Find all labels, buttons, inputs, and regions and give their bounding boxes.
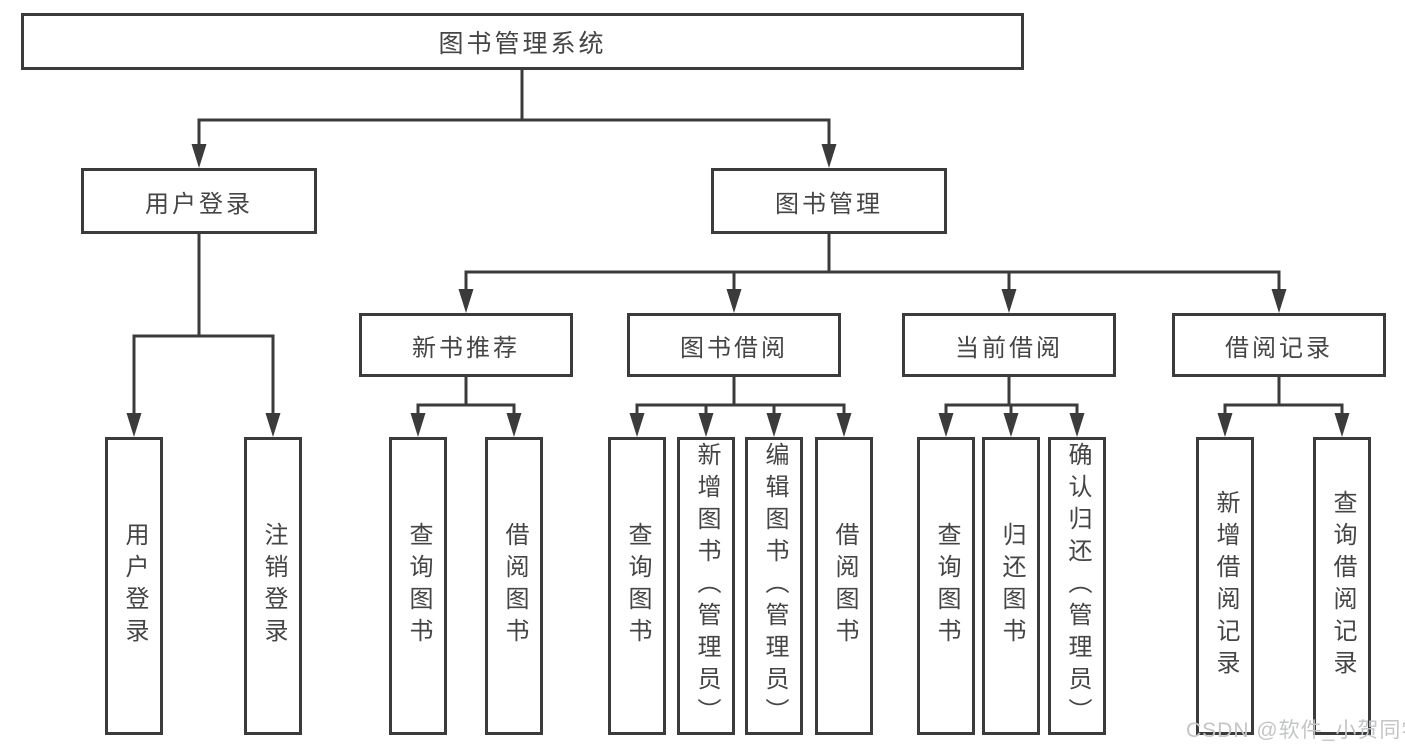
node-book-management-label: 图书管理 xyxy=(775,190,883,218)
node-current-borrow-label: 当前借阅 xyxy=(955,334,1063,362)
node-borrow-record: 借阅记录 xyxy=(1172,313,1386,377)
node-user-login: 用户登录 xyxy=(81,168,317,234)
leaf-current-query-books: 查询图书 xyxy=(917,437,975,735)
leaf-newbook-borrow-books: 借阅图书 xyxy=(485,437,543,735)
csdn-watermark: CSDN @软件_小贺同学 xyxy=(1186,719,1405,742)
leaf-record-add: 新增借阅记录 xyxy=(1196,437,1254,735)
leaf-borrow-query-books: 查询图书 xyxy=(608,437,666,735)
node-new-book-recommend: 新书推荐 xyxy=(359,313,573,377)
node-book-borrow-label: 图书借阅 xyxy=(680,334,788,362)
arrowheads xyxy=(126,144,1350,437)
leaf-user-login: 用户登录 xyxy=(105,437,163,735)
leaf-record-query: 查询借阅记录 xyxy=(1313,437,1371,735)
node-borrow-record-label: 借阅记录 xyxy=(1225,334,1333,362)
node-root-system: 图书管理系统 xyxy=(21,13,1024,70)
node-book-borrow: 图书借阅 xyxy=(627,313,841,377)
leaf-current-confirm-return-admin: 确认归还（管理员） xyxy=(1048,437,1106,735)
leaf-current-return-books: 归还图书 xyxy=(982,437,1040,735)
leaf-newbook-query-books: 查询图书 xyxy=(389,437,447,735)
leaf-borrow-edit-books-admin: 编辑图书（管理员） xyxy=(745,437,803,735)
node-book-management: 图书管理 xyxy=(711,168,947,234)
leaf-borrow-add-books-admin: 新增图书（管理员） xyxy=(677,437,735,735)
node-root-label: 图书管理系统 xyxy=(438,29,607,58)
node-user-login-label: 用户登录 xyxy=(145,190,253,218)
leaf-logout: 注销登录 xyxy=(244,437,302,735)
node-current-borrow: 当前借阅 xyxy=(902,313,1116,377)
node-new-book-recommend-label: 新书推荐 xyxy=(412,334,520,362)
leaf-borrow-borrow-books: 借阅图书 xyxy=(815,437,873,735)
